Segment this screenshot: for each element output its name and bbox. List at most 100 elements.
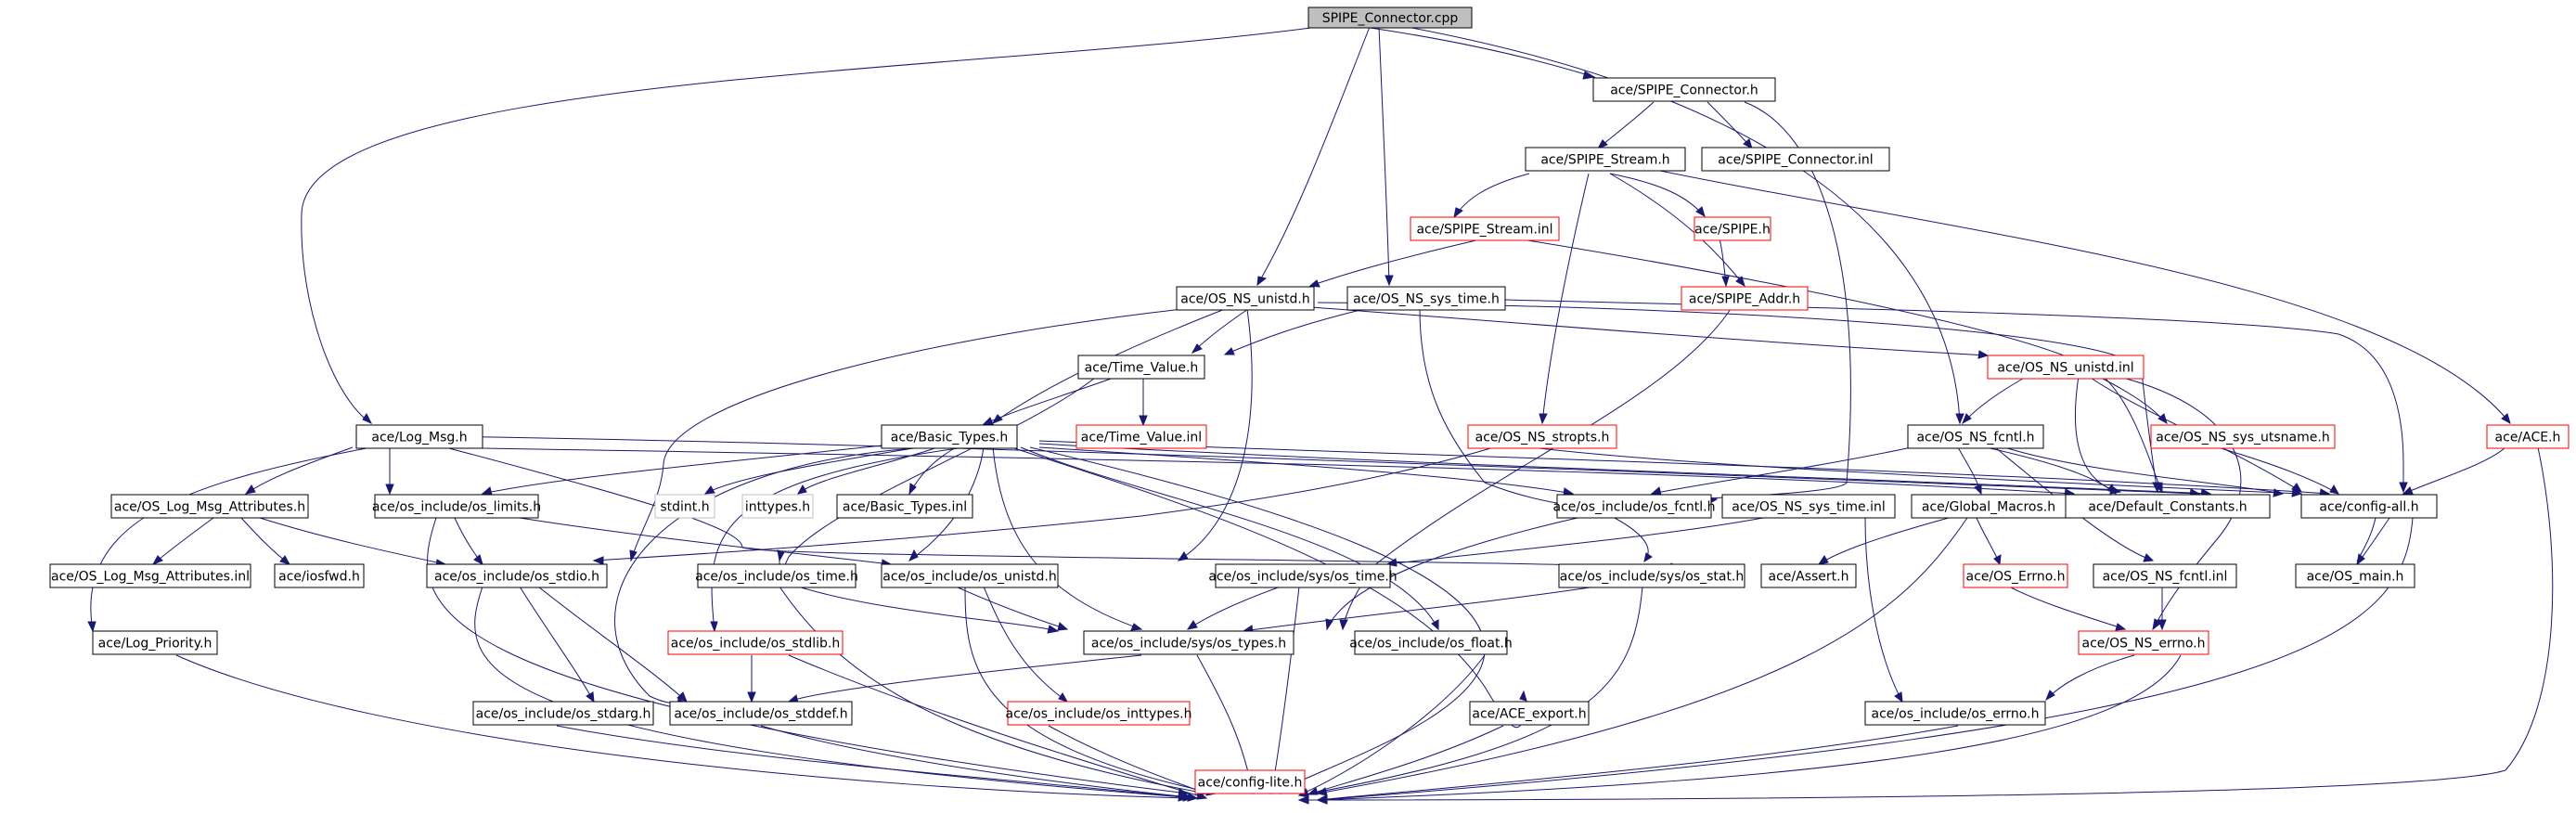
- node-label: ace/OS_Log_Msg_Attributes.h: [114, 500, 305, 515]
- node-ace-os-include-os-time-h[interactable]: ace/os_include/os_time.h: [695, 563, 858, 588]
- node-box: [1694, 216, 1771, 241]
- node-label: ace/Log_Msg.h: [371, 431, 467, 445]
- node-box: [1469, 701, 1590, 726]
- node-ace-spipe-stream-inl[interactable]: ace/SPIPE_Stream.inl: [1410, 216, 1560, 241]
- node-label: ace/os_include/os_stddef.h: [674, 707, 847, 722]
- node-ace-basic-types-h[interactable]: ace/Basic_Types.h: [881, 424, 1018, 449]
- node-ace-time-value-h[interactable]: ace/Time_Value.h: [1077, 355, 1205, 380]
- node-label: ace/Basic_Types.h: [891, 431, 1008, 445]
- node-label: ace/OS_NS_sys_utsname.h: [2156, 431, 2329, 445]
- node-ace-os-ns-errno-h[interactable]: ace/OS_NS_errno.h: [2078, 630, 2209, 655]
- node-ace-os-include-os-unistd-h[interactable]: ace/os_include/os_unistd.h: [881, 563, 1059, 588]
- node-label: ace/os_include/os_float.h: [1349, 637, 1513, 652]
- node-box: [1007, 701, 1191, 726]
- node-ace-time-value-inl[interactable]: ace/Time_Value.inl: [1075, 424, 1207, 449]
- node-ace-os-include-sys-os-time-h[interactable]: ace/os_include/sys/os_time.h: [1208, 563, 1397, 588]
- node-box: [110, 494, 309, 519]
- node-ace-os-include-os-stdio-h[interactable]: ace/os_include/os_stdio.h: [426, 563, 608, 588]
- node-ace-spipe-addr-h[interactable]: ace/SPIPE_Addr.h: [1681, 286, 1809, 311]
- node-ace-spipe-connector-inl[interactable]: ace/SPIPE_Connector.inl: [1701, 147, 1890, 172]
- node-label: ace/Assert.h: [1769, 570, 1849, 585]
- node-box: [667, 630, 844, 655]
- node-label: ace/SPIPE_Connector.inl: [1718, 153, 1873, 168]
- node-box: [881, 424, 1018, 449]
- node-ace-global-macros-h[interactable]: ace/Global_Macros.h: [1911, 494, 2067, 519]
- node-box: [1194, 769, 1306, 794]
- node-ace-os-include-os-stdlib-h[interactable]: ace/os_include/os_stdlib.h: [667, 630, 844, 655]
- node-ace-assert-h[interactable]: ace/Assert.h: [1760, 563, 1857, 588]
- node-ace-os-include-os-limits-h[interactable]: ace/os_include/os_limits.h: [372, 494, 541, 519]
- node-ace-os-include-sys-os-stat-h[interactable]: ace/os_include/sys/os_stat.h: [1558, 563, 1745, 588]
- node-label: ace/OS_NS_sys_time.h: [1353, 292, 1500, 307]
- node-ace-os-ns-unistd-inl[interactable]: ace/OS_NS_unistd.inl: [1987, 355, 2145, 380]
- node-ace-os-include-os-stddef-h[interactable]: ace/os_include/os_stddef.h: [669, 701, 853, 726]
- node-label: ace/iosfwd.h: [278, 570, 360, 585]
- node-ace-os-ns-unistd-h[interactable]: ace/OS_NS_unistd.h: [1176, 286, 1315, 311]
- node-label: ace/Time_Value.h: [1085, 361, 1199, 376]
- node-label: ace/OS_NS_unistd.h: [1180, 292, 1310, 307]
- node-ace-os-include-os-inttypes-h[interactable]: ace/os_include/os_inttypes.h: [1006, 701, 1192, 726]
- node-ace-basic-types-inl[interactable]: ace/Basic_Types.inl: [836, 494, 973, 519]
- node-label: ace/OS_NS_fcntl.h: [1916, 431, 2034, 445]
- node-box: [1987, 355, 2145, 380]
- node-ace-spipe-stream-h[interactable]: ace/SPIPE_Stream.h: [1525, 147, 1686, 172]
- node-label: ace/Log_Priority.h: [98, 637, 213, 652]
- node-box: [274, 563, 365, 588]
- node-ace-ace-export-h[interactable]: ace/ACE_export.h: [1469, 701, 1590, 726]
- node-label: ace/SPIPE.h: [1694, 223, 1771, 238]
- node-ace-os-include-os-float-h[interactable]: ace/os_include/os_float.h: [1349, 630, 1513, 655]
- node-ace-os-ns-sys-time-h[interactable]: ace/OS_NS_sys_time.h: [1346, 286, 1506, 311]
- node-ace-os-ns-stropts-h[interactable]: ace/OS_NS_stropts.h: [1467, 424, 1617, 449]
- node-ace-os-main-h[interactable]: ace/OS_main.h: [2295, 563, 2415, 588]
- node-box: [2093, 563, 2237, 588]
- node-label: ace/os_include/os_fcntl.h: [1553, 500, 1716, 515]
- node-label: ace/os_include/os_errno.h: [1872, 707, 2040, 722]
- node-ace-config-lite-h[interactable]: ace/config-lite.h: [1194, 769, 1306, 794]
- node-box: [697, 563, 857, 588]
- node-ace-os-ns-fcntl-h[interactable]: ace/OS_NS_fcntl.h: [1907, 424, 2044, 449]
- node-label: ace/OS_Log_Msg_Attributes.inl: [51, 570, 250, 585]
- node-ace-os-include-os-stdarg-h[interactable]: ace/os_include/os_stdarg.h: [472, 701, 654, 726]
- node-ace-spipe-connector-h[interactable]: ace/SPIPE_Connector.h: [1592, 77, 1776, 102]
- node-box: [1558, 563, 1745, 588]
- node-ace-os-include-os-errno-h[interactable]: ace/os_include/os_errno.h: [1864, 701, 2046, 726]
- node-ace-os-include-sys-os-types-h[interactable]: ace/os_include/sys/os_types.h: [1083, 630, 1294, 655]
- node-ace-os-include-os-fcntl-h[interactable]: ace/os_include/os_fcntl.h: [1553, 494, 1716, 519]
- node-label: ace/SPIPE_Addr.h: [1689, 292, 1800, 307]
- node-box: [1215, 563, 1391, 588]
- node-ace-log-priority-h[interactable]: ace/Log_Priority.h: [92, 630, 218, 655]
- node-box: [426, 563, 608, 588]
- node-label: ace/ACE_export.h: [1472, 707, 1586, 722]
- node-label: ace/os_include/os_inttypes.h: [1006, 707, 1192, 722]
- node-ace-os-ns-fcntl-inl[interactable]: ace/OS_NS_fcntl.inl: [2093, 563, 2237, 588]
- node-ace-spipe-h[interactable]: ace/SPIPE.h: [1694, 216, 1771, 241]
- node-spipe-connector-cpp[interactable]: SPIPE_Connector.cpp: [1307, 6, 1473, 29]
- node-ace-iosfwd-h[interactable]: ace/iosfwd.h: [274, 563, 365, 588]
- node-label: ace/OS_NS_errno.h: [2081, 637, 2205, 652]
- node-label: ace/os_include/os_stdio.h: [434, 570, 599, 585]
- node-ace-default-constants-h[interactable]: ace/Default_Constants.h: [2065, 494, 2271, 519]
- node-label: ace/Time_Value.inl: [1081, 431, 1202, 445]
- node-label: stdint.h: [660, 500, 709, 515]
- node-ace-os-ns-sys-time-inl[interactable]: ace/OS_NS_sys_time.inl: [1721, 494, 1896, 519]
- node-ace-os-log-msg-attributes-h[interactable]: ace/OS_Log_Msg_Attributes.h: [110, 494, 309, 519]
- node-box: [1083, 630, 1294, 655]
- node-label: ace/Global_Macros.h: [1922, 500, 2055, 515]
- node-stdint-h[interactable]: stdint.h: [654, 494, 715, 519]
- node-box: [1525, 147, 1686, 172]
- node-ace-os-log-msg-attributes-inl[interactable]: ace/OS_Log_Msg_Attributes.inl: [49, 563, 251, 588]
- node-box: [881, 563, 1059, 588]
- node-box: [1721, 494, 1896, 519]
- node-box: [49, 563, 251, 588]
- node-inttypes-h[interactable]: inttypes.h: [741, 494, 814, 519]
- node-ace-log-msg-h[interactable]: ace/Log_Msg.h: [355, 424, 483, 449]
- node-box: [1864, 701, 2046, 726]
- node-ace-config-all-h[interactable]: ace/config-all.h: [2300, 494, 2438, 519]
- node-label: ace/OS_NS_stropts.h: [1475, 431, 1610, 445]
- node-ace-ace-h[interactable]: ace/ACE.h: [2486, 424, 2570, 449]
- node-ace-os-errno-h[interactable]: ace/OS_Errno.h: [1963, 563, 2068, 588]
- node-label: ace/OS_NS_sys_time.inl: [1732, 500, 1885, 515]
- node-box: [1963, 563, 2068, 588]
- node-ace-os-ns-sys-utsname-h[interactable]: ace/OS_NS_sys_utsname.h: [2150, 424, 2336, 449]
